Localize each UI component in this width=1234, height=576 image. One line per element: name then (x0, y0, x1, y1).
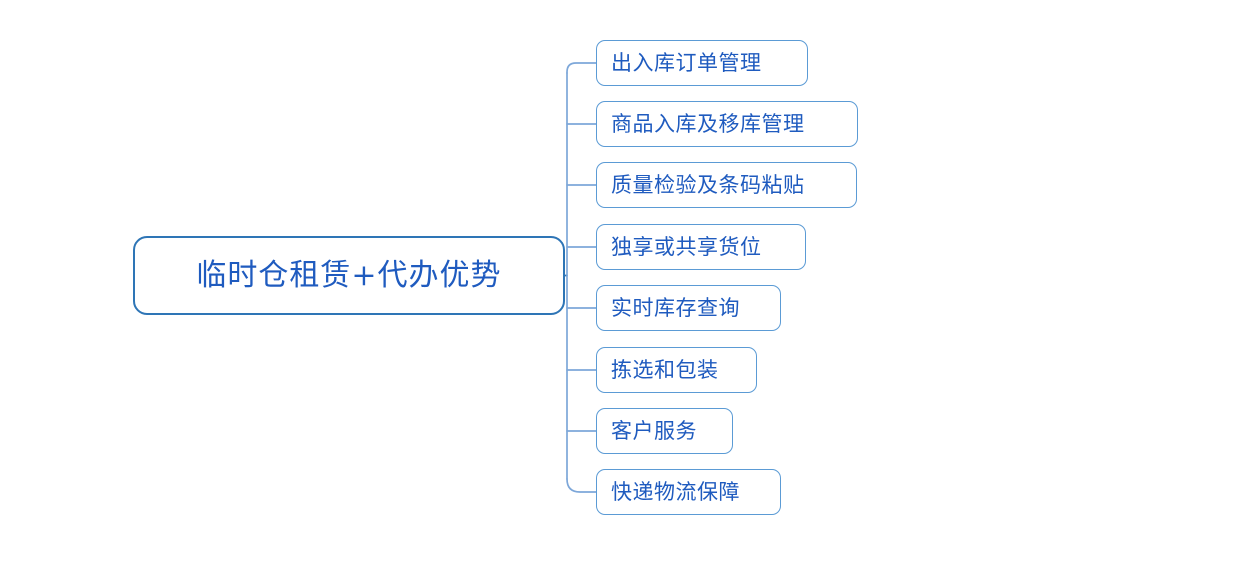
child-node-5[interactable]: 实时库存查询 (596, 285, 781, 331)
child-node-5-label: 实时库存查询 (611, 295, 740, 320)
connector-branch-7 (566, 478, 597, 493)
child-node-3[interactable]: 质量检验及条码粘贴 (596, 162, 857, 208)
child-node-8-label: 快递物流保障 (611, 479, 740, 504)
child-node-6-label: 拣选和包装 (611, 357, 719, 382)
root-node[interactable]: 临时仓租赁+代办优势 (133, 236, 565, 315)
child-node-2-label: 商品入库及移库管理 (611, 111, 805, 136)
child-node-4-label: 独享或共享货位 (611, 234, 762, 259)
child-node-4[interactable]: 独享或共享货位 (596, 224, 806, 270)
child-node-1-label: 出入库订单管理 (611, 50, 762, 75)
child-node-7[interactable]: 客户服务 (596, 408, 733, 454)
child-node-7-label: 客户服务 (611, 418, 697, 443)
child-node-1[interactable]: 出入库订单管理 (596, 40, 808, 86)
child-node-2[interactable]: 商品入库及移库管理 (596, 101, 858, 147)
connector-branch-0 (566, 62, 597, 74)
root-node-label: 临时仓租赁+代办优势 (196, 257, 502, 293)
child-node-8[interactable]: 快递物流保障 (596, 469, 781, 515)
child-node-3-label: 质量检验及条码粘贴 (611, 172, 805, 197)
child-node-6[interactable]: 拣选和包装 (596, 347, 757, 393)
